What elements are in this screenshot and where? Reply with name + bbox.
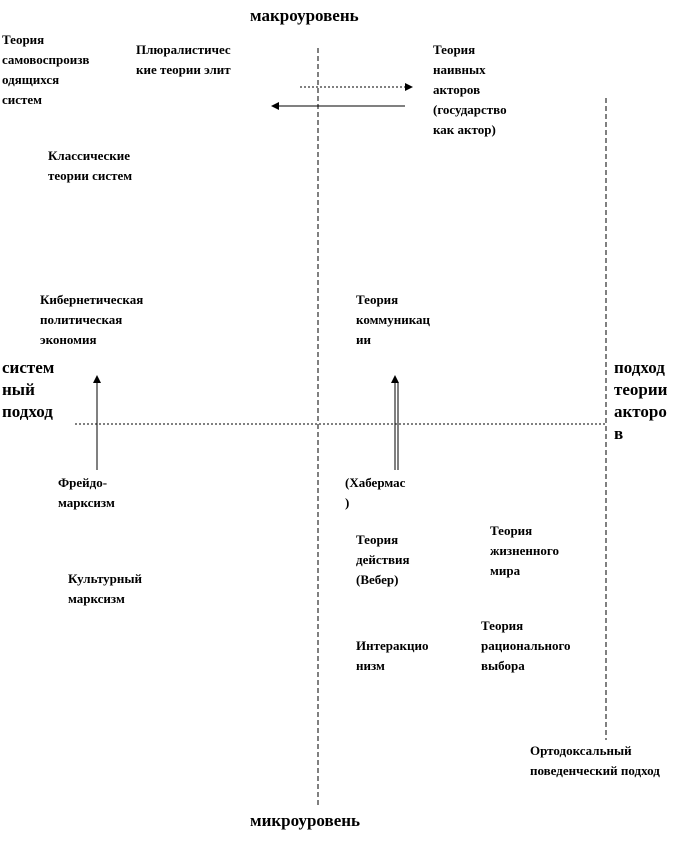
label-orthodox-behavioral: Ортодоксальный поведенческий подход	[530, 743, 660, 778]
label-lifeworld-theory: Теория жизненного мира	[490, 523, 559, 578]
label-freudo-marxism: Фрейдо- марксизм	[58, 475, 115, 510]
label-habermas: (Хабермас )	[345, 475, 406, 510]
label-pluralist-elites: Плюралистичес кие теории элит	[136, 42, 231, 77]
axis-label-top: макроуровень	[250, 6, 359, 25]
label-action-theory: Теория действия (Вебер)	[356, 532, 410, 587]
axis-label-right: подход теории акторо в	[614, 358, 668, 443]
label-naive-actors: Теория наивных акторов (государство как …	[433, 42, 507, 137]
label-communication-theory: Теория коммуникац ии	[356, 292, 431, 347]
axis-label-left: систем ный подход	[2, 358, 55, 421]
label-cultural-marxism: Культурный марксизм	[68, 571, 143, 606]
label-classic-systems: Классические теории систем	[48, 148, 133, 183]
label-cybernetic-economy: Кибернетическая политическая экономия	[40, 292, 144, 347]
label-self-reproducing-systems: Теория самовоспроизв одящихся систем	[2, 32, 90, 107]
label-interactionism: Интеракцио низм	[356, 638, 429, 673]
label-rational-choice: Теория рационального выбора	[481, 618, 571, 673]
axis-label-bottom: микроуровень	[250, 811, 361, 830]
